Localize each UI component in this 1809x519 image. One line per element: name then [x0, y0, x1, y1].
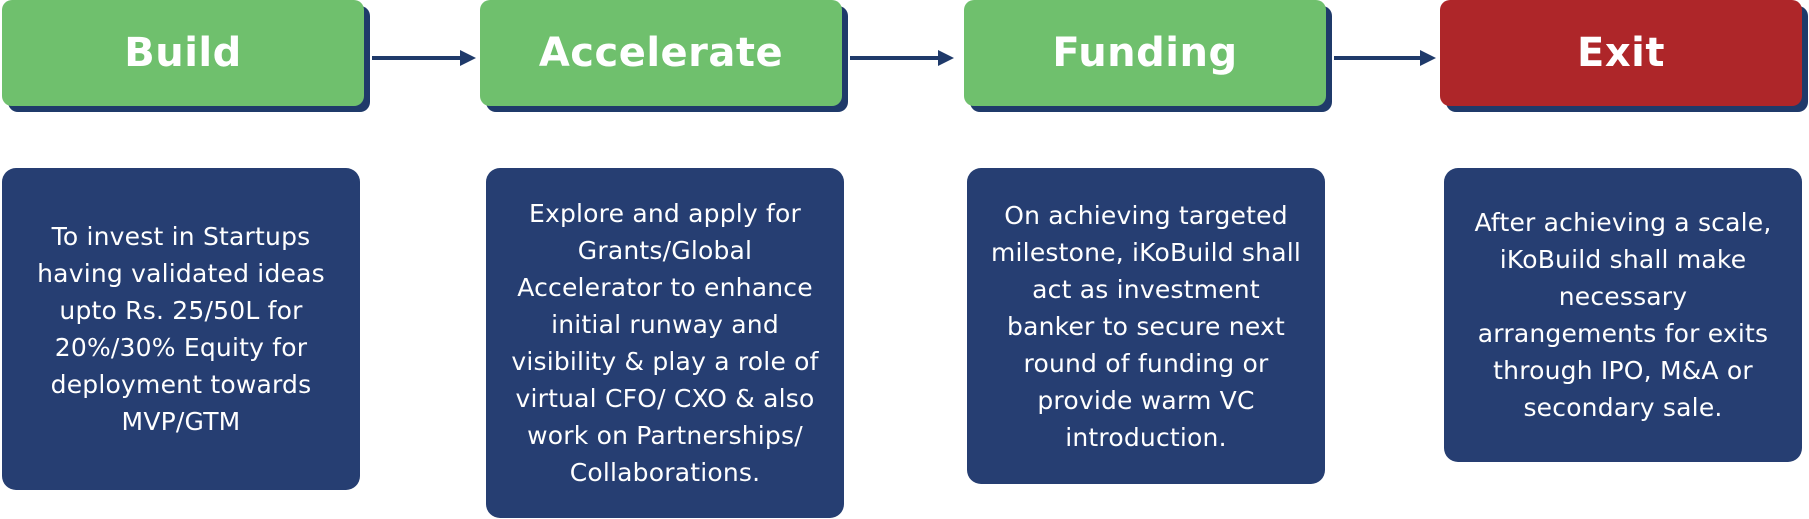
step-header-exit: Exit — [1440, 0, 1802, 106]
arrow-right-icon-graphic — [850, 50, 954, 66]
step-title-accelerate: Accelerate — [538, 30, 784, 76]
description-build: To invest in Startups having validated i… — [37, 222, 325, 436]
step-header-accelerate: Accelerate — [480, 0, 842, 106]
arrow-right-icon — [1334, 48, 1438, 68]
description-exit: After achieving a scale, iKoBuild shall … — [1474, 208, 1772, 422]
description-box-exit: After achieving a scale, iKoBuild shall … — [1444, 168, 1802, 462]
description-funding: On achieving targeted milestone, iKoBuil… — [990, 200, 1302, 452]
arrow-right-icon — [372, 48, 478, 68]
arrow-right-icon-graphic — [1334, 50, 1436, 66]
step-header-build: Build — [2, 0, 364, 106]
step-title-build: Build — [124, 30, 242, 76]
description-box-accelerate: Explore and apply for Grants/Global Acce… — [486, 168, 844, 518]
step-title-funding: Funding — [1052, 30, 1238, 76]
description-box-build: To invest in Startups having validated i… — [2, 168, 360, 490]
step-header-funding: Funding — [964, 0, 1326, 106]
description-accelerate: Explore and apply for Grants/Global Acce… — [511, 199, 819, 487]
description-box-funding: On achieving targeted milestone, iKoBuil… — [967, 168, 1325, 484]
arrow-right-icon-graphic — [372, 50, 476, 66]
step-title-exit: Exit — [1577, 30, 1665, 76]
arrow-right-icon — [850, 48, 956, 68]
